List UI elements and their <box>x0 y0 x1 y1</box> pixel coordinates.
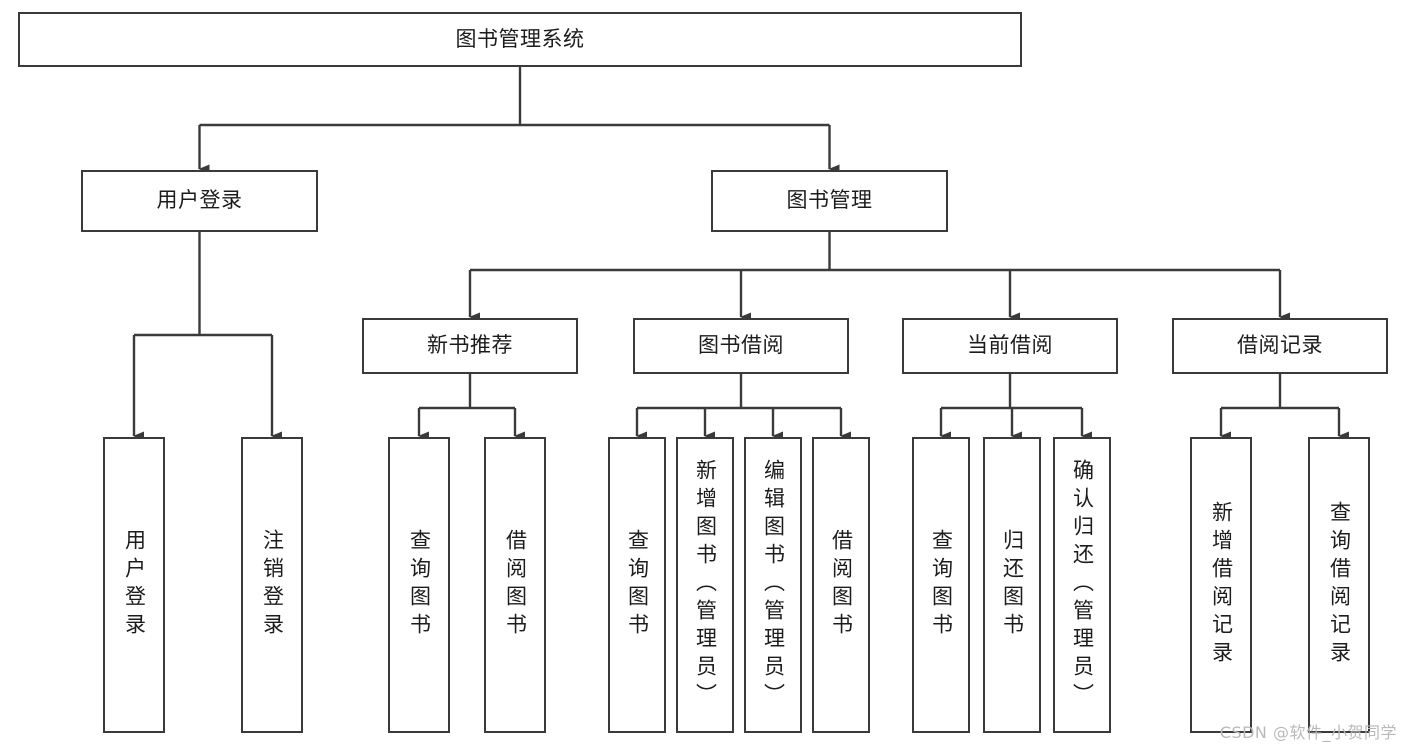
node-leaf-add-book-label: 新增图书（管理员） <box>693 459 718 711</box>
node-leaf-query-book-3-label: 查询图书 <box>929 529 954 641</box>
node-user-login-label: 用户登录 <box>156 188 243 213</box>
node-leaf-edit-book[interactable]: 编辑图书（管理员） <box>744 437 802 733</box>
node-leaf-logout-label: 注销登录 <box>260 529 285 641</box>
node-leaf-borrow-book-2[interactable]: 借阅图书 <box>812 437 870 733</box>
watermark-text: CSDN @软件_小贺同学 <box>1219 723 1397 742</box>
node-leaf-confirm-return-label: 确认归还（管理员） <box>1070 459 1095 711</box>
node-leaf-query-record[interactable]: 查询借阅记录 <box>1308 437 1370 733</box>
node-leaf-add-record[interactable]: 新增借阅记录 <box>1190 437 1252 733</box>
node-user-login[interactable]: 用户登录 <box>81 170 318 232</box>
node-book-borrow-label: 图书借阅 <box>698 333 784 358</box>
node-leaf-return-book-label: 归还图书 <box>1000 529 1025 641</box>
node-current-borrow-label: 当前借阅 <box>967 333 1053 358</box>
node-leaf-borrow-book-1-label: 借阅图书 <box>503 529 528 641</box>
node-root[interactable]: 图书管理系统 <box>18 12 1022 67</box>
node-borrow-record-label: 借阅记录 <box>1237 333 1323 358</box>
node-leaf-confirm-return[interactable]: 确认归还（管理员） <box>1053 437 1111 733</box>
node-current-borrow[interactable]: 当前借阅 <box>902 318 1118 374</box>
node-leaf-query-book-2-label: 查询图书 <box>625 529 650 641</box>
node-new-book-recommend-label: 新书推荐 <box>427 333 513 358</box>
node-new-book-recommend[interactable]: 新书推荐 <box>362 318 578 374</box>
node-book-borrow[interactable]: 图书借阅 <box>633 318 849 374</box>
node-leaf-query-book-2[interactable]: 查询图书 <box>608 437 666 733</box>
edge-group <box>132 67 1349 441</box>
node-book-manage[interactable]: 图书管理 <box>711 170 948 232</box>
node-leaf-user-login-label: 用户登录 <box>122 529 147 641</box>
node-leaf-query-book-3[interactable]: 查询图书 <box>912 437 970 733</box>
node-leaf-add-book[interactable]: 新增图书（管理员） <box>676 437 734 733</box>
node-leaf-logout[interactable]: 注销登录 <box>241 437 303 733</box>
node-leaf-user-login[interactable]: 用户登录 <box>103 437 165 733</box>
node-book-manage-label: 图书管理 <box>786 188 873 213</box>
node-borrow-record[interactable]: 借阅记录 <box>1172 318 1388 374</box>
node-leaf-query-book-1-label: 查询图书 <box>407 529 432 641</box>
node-leaf-borrow-book-2-label: 借阅图书 <box>829 529 854 641</box>
node-leaf-edit-book-label: 编辑图书（管理员） <box>761 459 786 711</box>
node-leaf-return-book[interactable]: 归还图书 <box>983 437 1041 733</box>
node-root-label: 图书管理系统 <box>455 26 585 51</box>
node-leaf-query-record-label: 查询借阅记录 <box>1327 501 1352 669</box>
node-leaf-borrow-book-1[interactable]: 借阅图书 <box>484 437 546 733</box>
node-leaf-query-book-1[interactable]: 查询图书 <box>388 437 450 733</box>
node-leaf-add-record-label: 新增借阅记录 <box>1209 501 1234 669</box>
